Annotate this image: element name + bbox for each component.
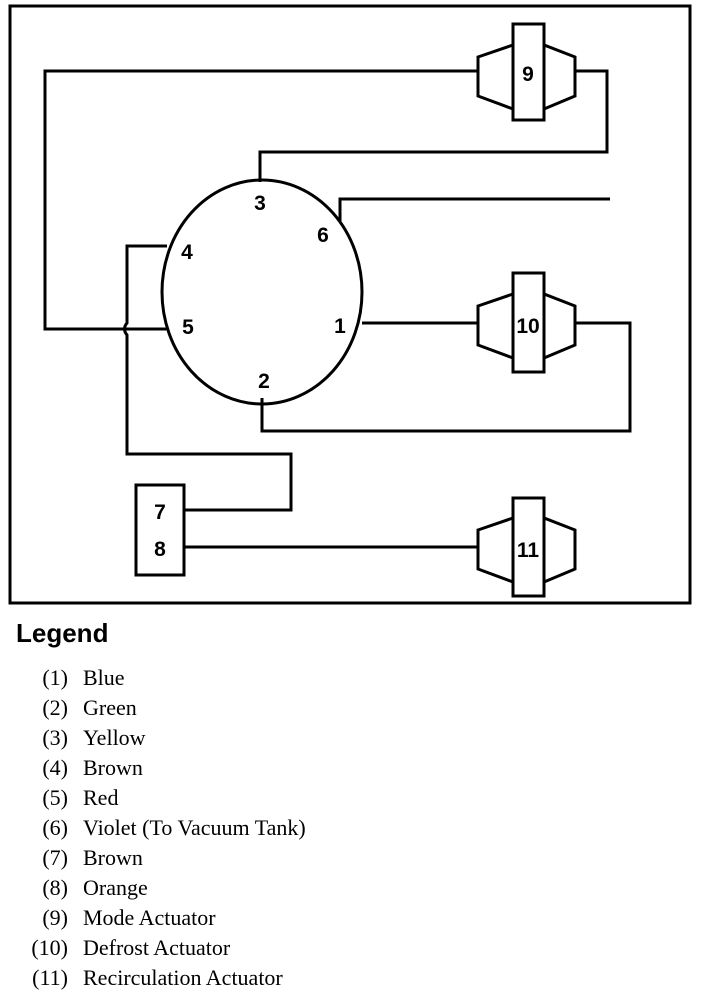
- legend-item: (3) Yellow: [0, 723, 145, 753]
- legend-number: (7): [42, 845, 68, 870]
- port-label-6: 6: [317, 224, 329, 247]
- legend-item: (5) Red: [0, 783, 118, 813]
- vacuum-diagram: 3 6 4 5 1 2 7 8 9 10 11: [8, 4, 692, 605]
- actuator-label-10: 10: [516, 315, 539, 338]
- legend-item: (9) Mode Actuator: [0, 903, 215, 933]
- legend-text: Red: [83, 785, 119, 810]
- hose-2-to-10: [260, 321, 632, 433]
- hose-4-to-7: [123, 244, 293, 512]
- legend-item: (11) Recirculation Actuator: [0, 963, 283, 993]
- hose-6-to-vacuum-tank: [338, 197, 610, 222]
- legend-item: (7) Brown: [0, 843, 143, 873]
- legend-item: (4) Brown: [0, 753, 143, 783]
- legend-item: (8) Orange: [0, 873, 147, 903]
- port-label-5: 5: [182, 316, 194, 339]
- legend-number: (9): [42, 905, 68, 930]
- legend-text: Recirculation Actuator: [83, 965, 283, 990]
- legend-text: Green: [83, 695, 137, 720]
- connector-label-8: 8: [154, 538, 166, 561]
- legend-number: (4): [42, 755, 68, 780]
- legend-number: (10): [31, 935, 68, 960]
- legend-list: (1) Blue (2) Green (3) Yellow (4) Brown (5) R…: [0, 663, 305, 993]
- legend-item: (2) Green: [0, 693, 136, 723]
- legend-number: (3): [42, 725, 68, 750]
- legend-number: (11): [32, 965, 68, 990]
- legend-item: (1) Blue: [0, 663, 124, 693]
- hose-5-to-9: [43, 69, 478, 331]
- legend-number: (6): [42, 815, 68, 840]
- legend-text: Yellow: [83, 725, 146, 750]
- legend-text: Orange: [83, 875, 148, 900]
- legend-item: (6) Violet (To Vacuum Tank): [0, 813, 305, 843]
- port-label-2: 2: [258, 370, 270, 393]
- diagram-frame: [8, 4, 692, 605]
- legend-number: (1): [42, 665, 68, 690]
- connector-block: [134, 483, 186, 577]
- legend-number: (5): [42, 785, 68, 810]
- legend-text: Blue: [83, 665, 125, 690]
- legend-text: Brown: [83, 755, 143, 780]
- actuator-9: [476, 22, 577, 122]
- port-label-3: 3: [254, 192, 266, 215]
- actuator-label-11: 11: [517, 539, 540, 562]
- legend-text: Defrost Actuator: [83, 935, 231, 960]
- legend-number: (2): [42, 695, 68, 720]
- legend-title: Legend: [16, 618, 109, 648]
- actuator-11: [476, 496, 577, 598]
- port-label-1: 1: [334, 315, 346, 338]
- actuator-label-9: 9: [522, 63, 534, 86]
- legend-number: (8): [42, 875, 68, 900]
- legend-text: Brown: [83, 845, 143, 870]
- legend-text: Violet (To Vacuum Tank): [83, 815, 306, 840]
- legend-item: (10) Defrost Actuator: [0, 933, 230, 963]
- connector-label-7: 7: [154, 501, 166, 524]
- hose-3-to-9: [258, 69, 609, 182]
- legend-text: Mode Actuator: [83, 905, 216, 930]
- port-label-4: 4: [181, 241, 193, 264]
- actuator-10: [476, 271, 577, 374]
